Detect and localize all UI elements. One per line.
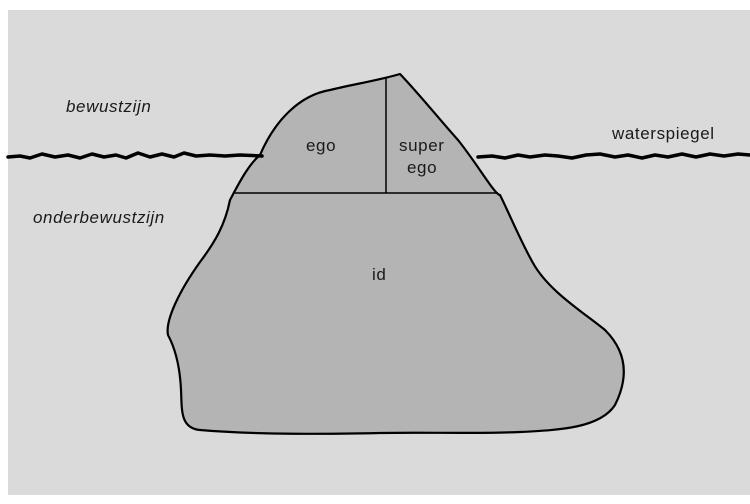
id-label: id [372, 265, 386, 284]
subconscious-label: onderbewustzijn [33, 208, 165, 227]
superego-label-line1: super [399, 136, 445, 155]
conscious-label: bewustzijn [66, 97, 151, 116]
waterline-right [478, 154, 750, 158]
superego-label-line2: ego [407, 158, 437, 177]
iceberg-shape [168, 74, 624, 434]
waterline-left [8, 153, 262, 158]
waterline-label: waterspiegel [611, 124, 715, 143]
ego-label: ego [306, 136, 336, 155]
